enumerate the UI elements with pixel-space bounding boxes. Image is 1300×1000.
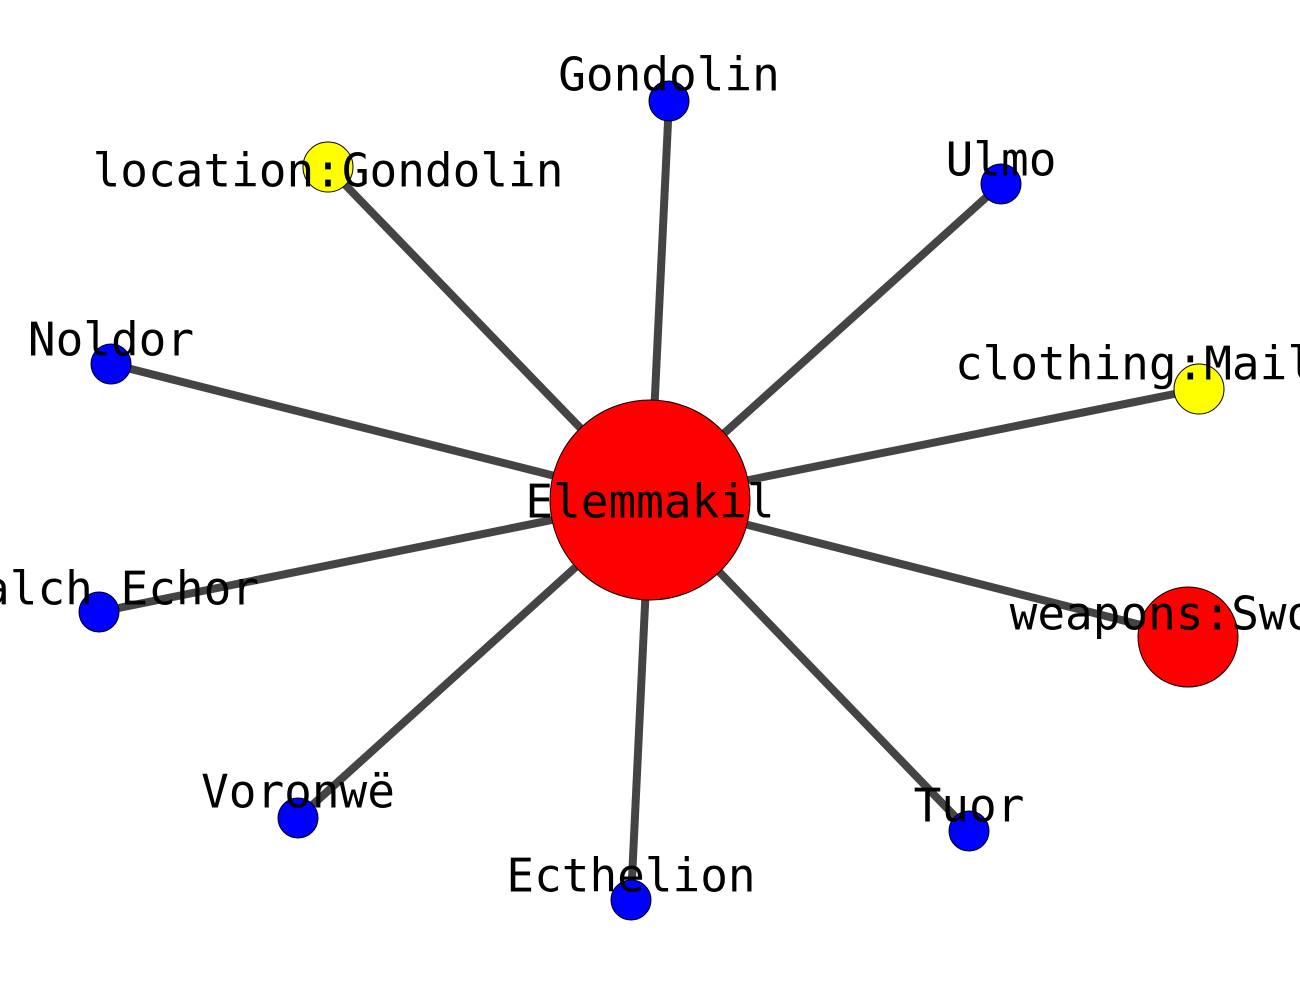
node-label-weapons-sword: weapons:Swo — [1010, 587, 1300, 641]
label-layer: Elemmakil Gondolin location:Gondolin UlmoNo… — [0, 48, 1300, 903]
node-label-glorfalch-echor: falch Echor — [0, 562, 259, 616]
node-location-gondolin — [302, 141, 354, 193]
node-label-location-gondolin: location:Gondolin — [93, 144, 564, 198]
node-tuor — [948, 810, 990, 852]
node-label-elemmakil: Elemmakil — [525, 475, 774, 529]
node-weapons-sword — [1137, 586, 1239, 688]
node-ulmo — [980, 163, 1022, 205]
node-ecthelion — [610, 879, 652, 921]
node-layer — [78, 80, 1239, 921]
node-elemmakil — [549, 399, 751, 601]
node-label-voronwe: Voronwë — [201, 765, 395, 819]
node-voronwe — [277, 797, 319, 839]
node-noldor — [90, 343, 132, 385]
node-gondolin — [648, 80, 690, 122]
node-glorfalch-echor — [78, 591, 120, 633]
node-label-clothing-mail: clothing:Mail — [955, 337, 1300, 391]
node-label-tuor: Tuor — [914, 779, 1025, 833]
node-label-gondolin: Gondolin — [558, 48, 780, 102]
node-clothing-mail — [1173, 363, 1225, 415]
node-label-noldor: Noldor — [28, 313, 194, 367]
node-label-ecthelion: Ecthelion — [506, 849, 755, 903]
node-label-ulmo: Ulmo — [946, 133, 1057, 187]
